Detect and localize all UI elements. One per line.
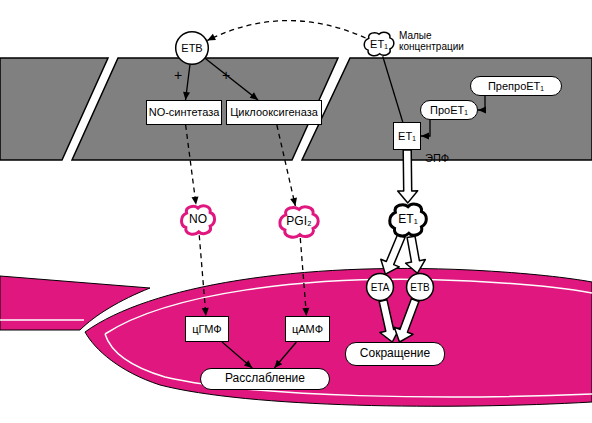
arrow-head [183,92,190,100]
plus-sign: + [222,68,234,83]
node-text: ET₁ [370,38,388,50]
node-shape [364,32,394,55]
hollow-arrow [394,299,419,342]
arrow-head [192,196,199,204]
connector [183,65,190,100]
endothelial-cell [72,58,338,160]
node-text: Расслабление [225,372,305,385]
solid-line [222,342,252,368]
messenger-box: цАМФ [285,316,330,342]
node-text: ПрепроET₁ [488,80,544,92]
node-text: цАМФ [292,323,323,335]
receptor-circle: ETB [175,31,209,65]
hollow-arrow [379,300,399,342]
messenger-box: цГМФ [185,316,229,342]
connector [199,235,208,316]
cell-membrane-line [0,319,84,321]
node-text: ETB [181,42,202,54]
connector [205,59,258,100]
node-text: цГМФ [192,323,221,335]
endothelial-cell [302,58,592,160]
connector [478,96,486,114]
connector [222,342,252,368]
solid-line [205,59,258,100]
arrow-head [290,197,297,206]
node-text: PGI₂ [286,215,311,228]
node-text: ETB [410,282,429,293]
smooth-muscle-cell [85,268,592,406]
receptor-circle: ETA [366,273,394,301]
plus-sign: + [174,68,186,83]
connector [277,125,297,206]
dashed-line [186,125,196,205]
connector [383,56,403,122]
solid-line [383,56,403,122]
edge-label: ЭПФ [425,152,449,164]
node-shape [367,274,394,301]
hollow-arrow [381,235,405,275]
node-text: ПроET₁ [430,104,468,116]
connector [207,21,365,41]
connector [300,238,309,316]
arrow-head [244,360,252,368]
mediator-cloud: PGI₂ [277,204,321,240]
hollow-arrow [406,236,426,273]
connector [274,342,296,368]
dashed-line [277,125,296,206]
arrow-head [421,133,429,140]
connector [186,125,199,205]
node-text: NO-синтетаза [149,106,220,118]
arrow-head [302,308,309,316]
enzyme-box: Циклооксигеназа [226,100,322,125]
dashed-line [207,21,365,41]
precursor-box: ПрепроET₁ [470,76,562,96]
node-shape [280,207,318,237]
node-shape [407,274,434,301]
connector [421,120,430,140]
peptide-box: ET₁ [393,122,421,150]
node-shape [176,32,209,65]
mediator-cloud: NO [179,203,217,237]
connector [381,235,405,275]
node-text: Сокращение [360,347,430,360]
arrow-head [274,360,282,368]
peptide-blob: ET₁ [362,30,396,58]
enzyme-box: NO-синтетаза [146,100,222,125]
node-shape [182,206,215,234]
connector [398,150,418,203]
note-label: Малые концентрации [399,30,469,52]
node-text: ET₁ [398,130,416,142]
arrow-head [202,308,209,316]
effect-box: Расслабление [200,368,330,390]
node-text: Циклооксигеназа [230,106,318,118]
peptide-cloud: ET₁ [387,201,429,239]
dashed-line [300,238,306,316]
arrow-head [207,34,216,41]
receptor-circle: ETB [406,273,434,301]
arrow-head [478,107,486,114]
effect-box: Сокращение [345,342,445,366]
node-text: NO [189,213,207,226]
cell-membrane-line [105,279,592,397]
arrow-head [250,92,258,100]
connector [379,300,399,342]
node-text: ET₁ [398,213,417,226]
node-shape [390,204,427,236]
dashed-line [199,235,206,316]
connector [406,236,426,273]
connector [394,299,419,342]
hollow-arrow [398,150,418,203]
solid-line [274,342,296,368]
node-text: ETA [371,282,390,293]
precursor-box: ПроET₁ [420,100,478,120]
